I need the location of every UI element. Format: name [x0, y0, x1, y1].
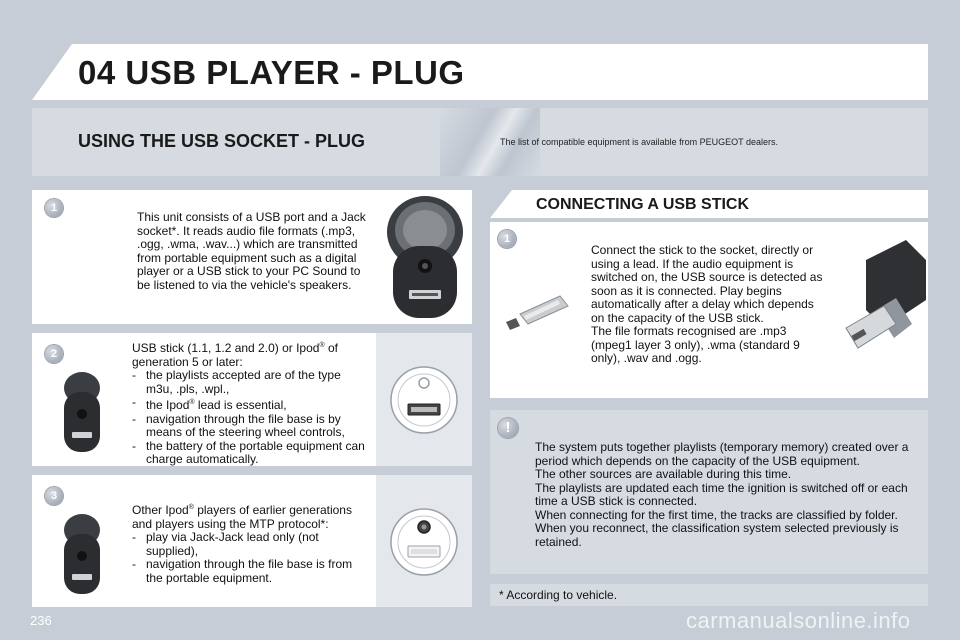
- watermark: carmanualsonline.info: [686, 608, 911, 633]
- block-2-intro-part-b: of generation 5 or later:: [132, 341, 338, 369]
- warning-line: The other sources are available during t…: [535, 467, 792, 481]
- block-3-intro-part-b: players of earlier generations and playe…: [132, 503, 352, 531]
- connect-paragraph-1: Connect the stick to the socket, directl…: [591, 243, 823, 325]
- footnote: * According to vehicle.: [499, 588, 618, 602]
- block-1-text: This unit consists of a USB port and a J…: [137, 210, 366, 292]
- connect-panel: [490, 222, 928, 398]
- section-band-decoration: [440, 108, 540, 176]
- usb-stick-image: [506, 295, 569, 330]
- connect-text: Connect the stick to the socket, directl…: [591, 243, 825, 366]
- section-title: USING THE USB SOCKET - PLUG: [78, 131, 366, 151]
- block-3-text: Other Ipod® players of earlier generatio…: [132, 501, 368, 585]
- header-corner: [32, 44, 72, 100]
- registered-mark: ®: [319, 342, 325, 349]
- warning-line: When connecting for the first time, the …: [535, 507, 899, 549]
- step-number-2: 2: [45, 345, 63, 363]
- footnote-panel: [490, 584, 928, 606]
- connect-title: CONNECTING A USB STICK: [536, 196, 750, 213]
- warning-icon: !: [498, 418, 518, 438]
- block-2-intro-part-a: USB stick (1.1, 1.2 and 2.0) or Ipod: [132, 341, 320, 355]
- registered-mark: ®: [188, 504, 194, 511]
- block-3-intro-part-a: Other Ipod: [132, 503, 189, 517]
- usb-port-diagram: [390, 366, 458, 434]
- socket-closed-image: [64, 372, 100, 452]
- block-3-intro: Other Ipod® players of earlier generatio…: [132, 501, 368, 531]
- block-2-intro: USB stick (1.1, 1.2 and 2.0) or Ipod® of…: [132, 339, 368, 369]
- list-item: the battery of the portable equipment ca…: [132, 439, 368, 467]
- socket-open-image: [387, 196, 463, 318]
- warning-text: The system puts together playlists (temp…: [535, 440, 920, 549]
- list-item-part-b: lead is essential,: [194, 398, 287, 412]
- page-number: 236: [30, 613, 52, 628]
- jack-port-diagram: [390, 508, 458, 576]
- step-number-1: 1: [45, 199, 63, 217]
- warning-panel: [490, 410, 928, 574]
- connect-paragraph-2: The file formats recognised are .mp3 (mp…: [591, 324, 800, 365]
- list-item-part-a: the Ipod: [146, 398, 190, 412]
- step-number-3: 3: [45, 487, 63, 505]
- list-item: the Ipod® lead is essential,: [132, 396, 368, 413]
- socket-closed-image: [64, 514, 100, 594]
- compatibility-note: The list of compatible equipment is avai…: [500, 137, 778, 147]
- warning-line: The system puts together playlists (temp…: [535, 440, 909, 468]
- block-2-text: USB stick (1.1, 1.2 and 2.0) or Ipod® of…: [132, 339, 368, 467]
- list-item: the playlists accepted are of the type m…: [132, 368, 368, 396]
- step-number-1: 1: [498, 230, 516, 248]
- list-item: play via Jack-Jack lead only (not suppli…: [132, 530, 368, 558]
- list-item: navigation through the file base is from…: [132, 557, 368, 585]
- connect-title-bar: [490, 190, 928, 218]
- block-3-list: play via Jack-Jack lead only (not suppli…: [132, 530, 368, 585]
- registered-mark: ®: [189, 399, 195, 406]
- connect-title-corner: [490, 190, 512, 218]
- warning-line: The playlists are updated each time the …: [535, 480, 908, 508]
- usb-plug-image: [845, 240, 926, 349]
- header-bar: [32, 44, 928, 100]
- list-item: navigation through the file base is by m…: [132, 412, 368, 440]
- block-2-list: the playlists accepted are of the type m…: [132, 368, 368, 467]
- chapter-title: 04 USB PLAYER - PLUG: [78, 54, 465, 91]
